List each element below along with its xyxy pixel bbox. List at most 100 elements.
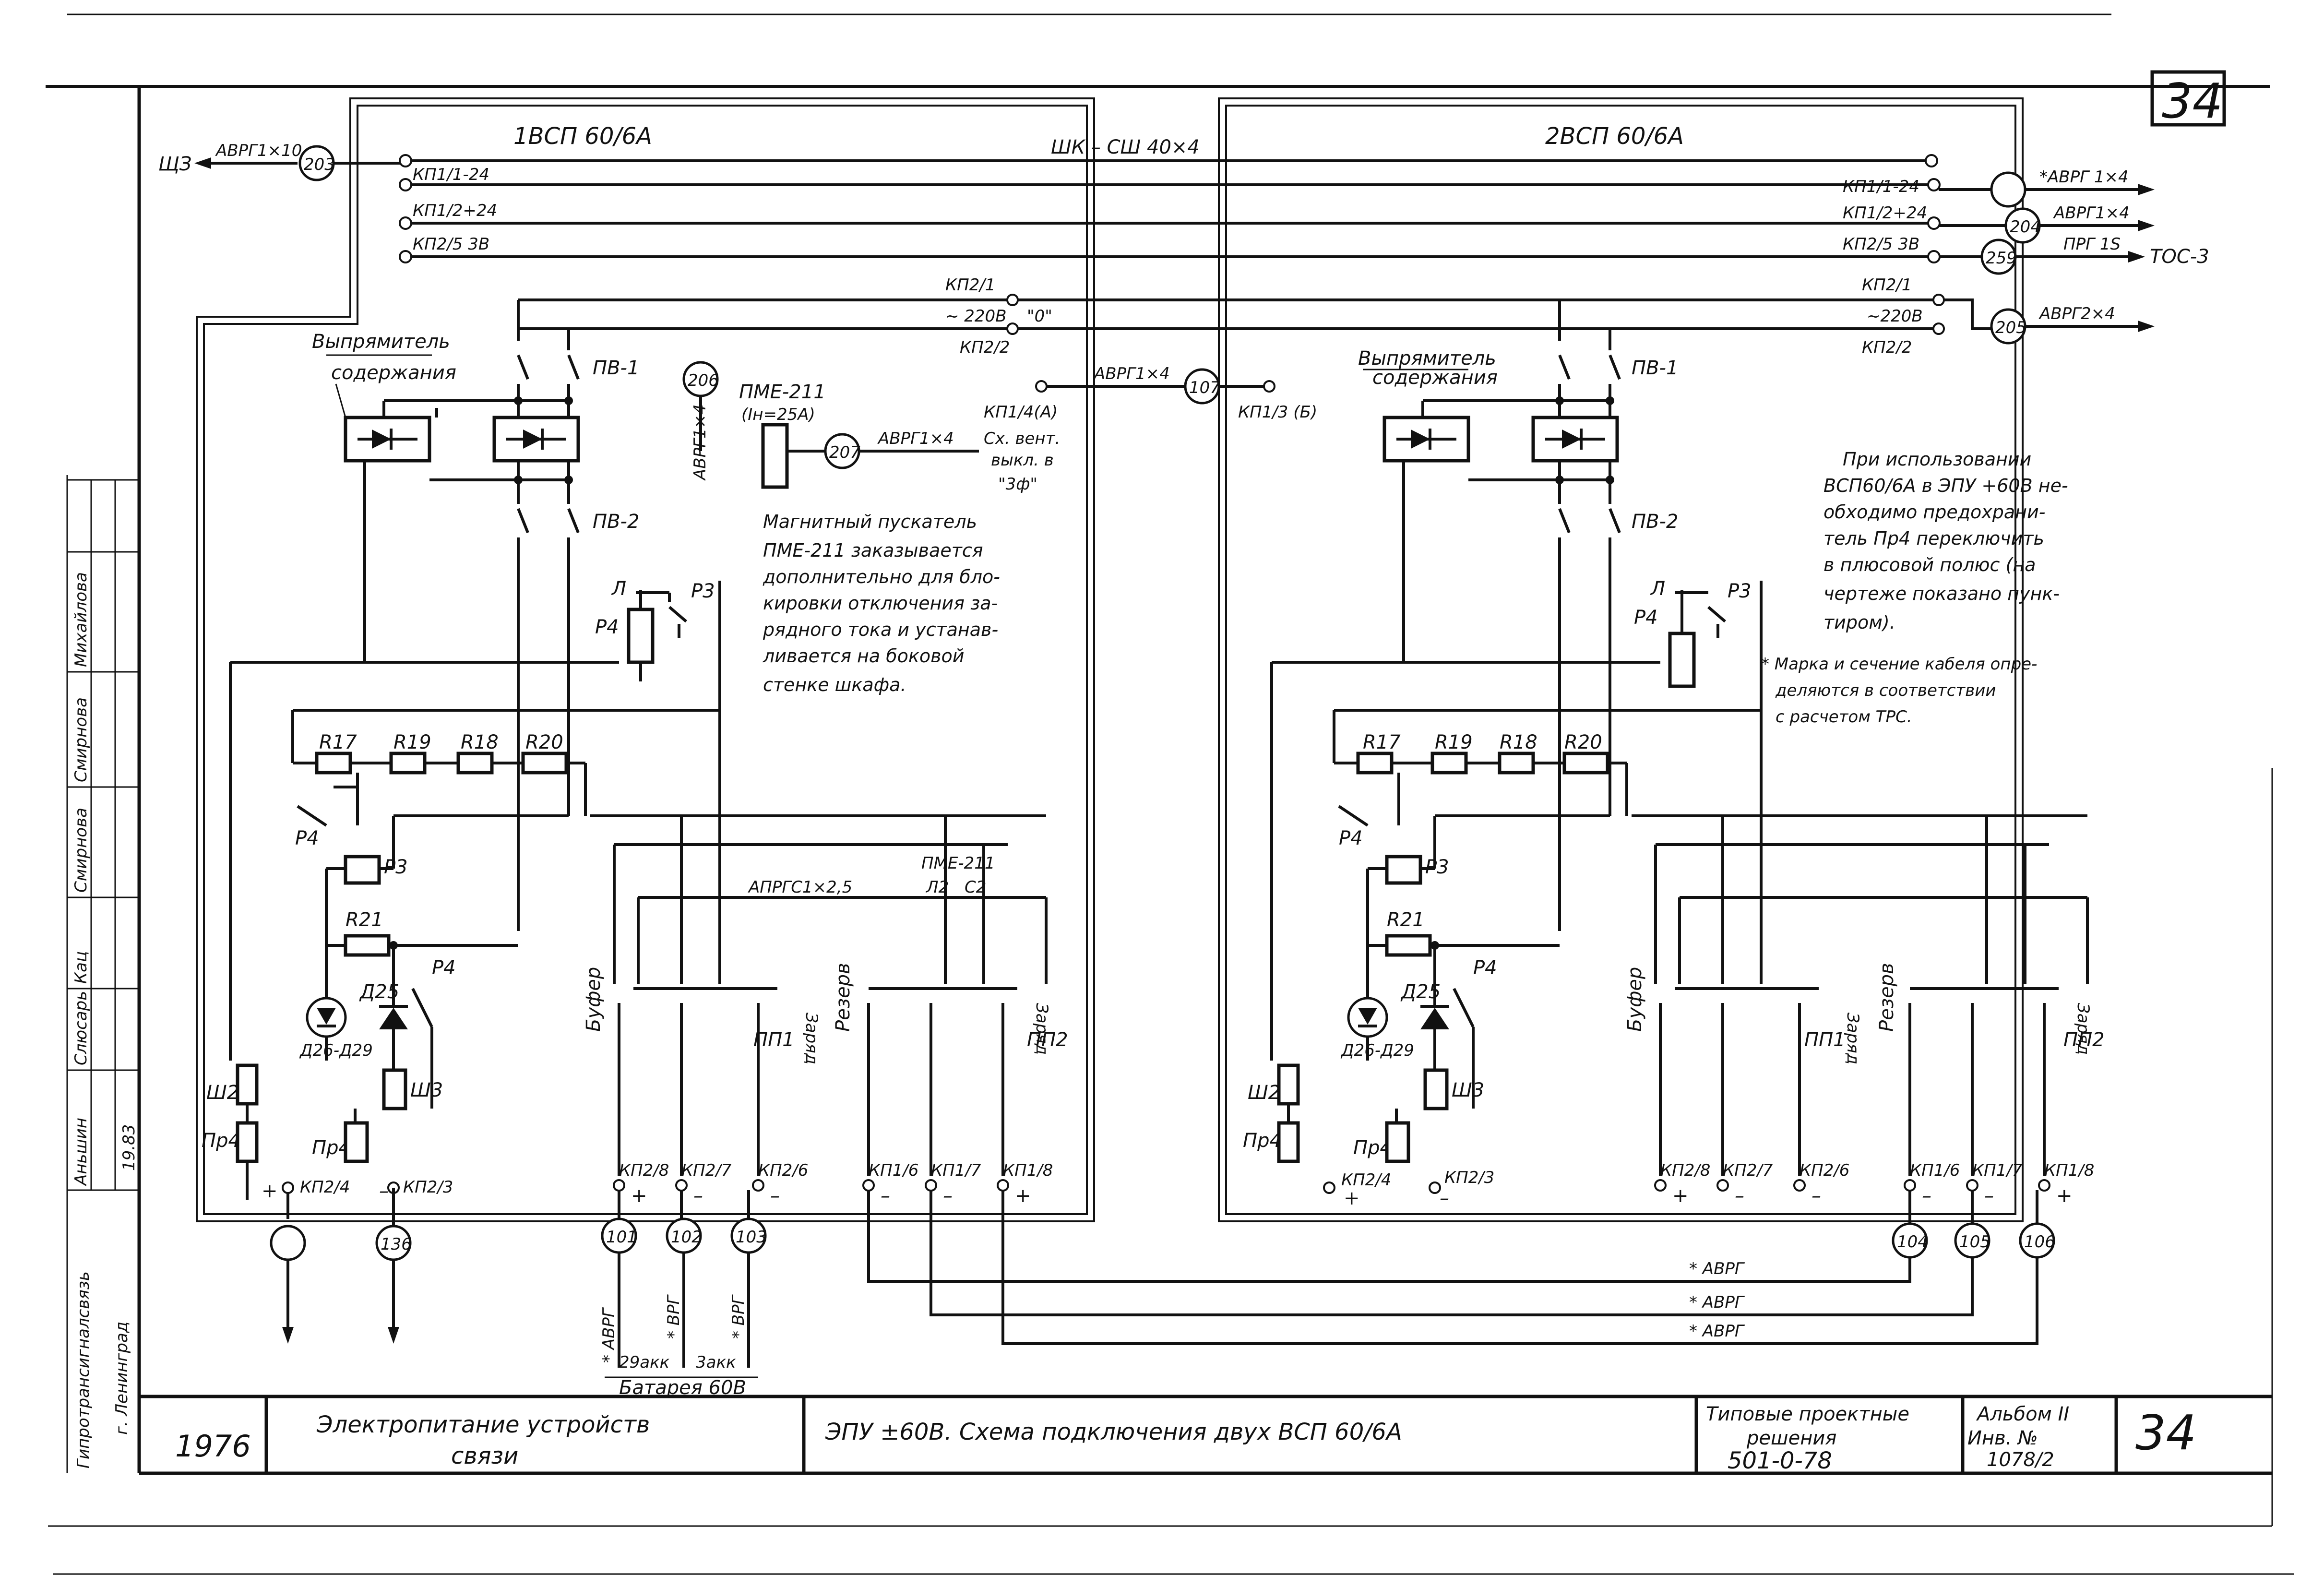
side-stamp: Аньшин Слюсарь Кац Смирнова Смирнова Мих… bbox=[67, 480, 139, 1468]
album-label: Альбом II bbox=[1976, 1403, 2069, 1425]
u1-rect-label-1: Выпрямитель bbox=[312, 331, 450, 353]
u1-note-2: ПМЕ-211 заказывается bbox=[763, 540, 983, 561]
u1-ac-bottom: КП2/2 bbox=[960, 338, 1010, 357]
u2-sign-plus: + bbox=[1344, 1187, 1360, 1209]
u2-note-6: чертеже показано пунк- bbox=[1823, 583, 2060, 604]
u1-r19: R19 bbox=[393, 731, 431, 753]
battery-label: Батарея 60В bbox=[619, 1377, 746, 1399]
fan-note-2: выкл. в bbox=[991, 451, 1054, 470]
u2-sign-minus: – bbox=[1440, 1187, 1449, 1209]
u2-note2-1: * Марка и сечение кабеля опре- bbox=[1761, 655, 2037, 674]
u2-sign-8: + bbox=[2056, 1185, 2073, 1207]
ac-feed: КП2/1 ~ 220В "0" КП2/2 КП2/1 ~220В КП2/2… bbox=[518, 275, 2155, 357]
pme-label: ПМЕ-211 bbox=[739, 381, 826, 403]
unit2-enclosure: 2ВСП 60/6А bbox=[1218, 97, 2024, 1222]
u2-p4-left: Р4 bbox=[1339, 827, 1363, 849]
u1-term-kp24: КП2/4 bbox=[300, 1178, 350, 1197]
stamp-name-2: Слюсарь bbox=[72, 991, 91, 1065]
page-number-top: 34 bbox=[2162, 73, 2223, 129]
stamp-name-5: Смирнова bbox=[72, 697, 91, 782]
u2-note-2: ВСП60/6А в ЭПУ +60В не- bbox=[1823, 475, 2068, 496]
marker-203: 203 bbox=[304, 155, 335, 174]
u1-sh3: Ш3 bbox=[410, 1079, 443, 1101]
top-bus: ЩЗ АВРГ1×10 203 ШК – СШ 40×4 КП1/1-24 КП… bbox=[158, 136, 2209, 275]
stamp-date: 19.83 bbox=[119, 1124, 139, 1171]
u1-pr4-left: Пр4 bbox=[202, 1130, 240, 1152]
bat-cable-2: * ВРГ bbox=[664, 1294, 683, 1339]
u1-p4-left: Р4 bbox=[295, 827, 319, 849]
u1-sign-6: – bbox=[881, 1185, 890, 1207]
akk-29: 29акк bbox=[619, 1353, 670, 1372]
u1-term-kp18: КП1/8 bbox=[1003, 1161, 1053, 1180]
stamp-name-3: Кац bbox=[72, 951, 91, 984]
u1-zaryad1: Заряд bbox=[802, 1013, 821, 1064]
u1-rezerv: Резерв bbox=[832, 963, 854, 1032]
u2-sign-7: – bbox=[1984, 1185, 1994, 1207]
u1-sign-7: – bbox=[943, 1185, 953, 1207]
u1-rect-label-2: содержания bbox=[331, 362, 456, 384]
u2-r18: R18 bbox=[1500, 731, 1537, 753]
u1-kp-1: КП1/1-24 bbox=[413, 165, 489, 184]
title-subject-1: Электропитание устройств bbox=[316, 1411, 650, 1438]
u2-term-kp28: КП2/8 bbox=[1660, 1161, 1710, 1180]
pme-current: (Iн=25А) bbox=[741, 405, 815, 424]
u1-sign-4: – bbox=[693, 1185, 703, 1207]
marker-101: 101 bbox=[606, 1228, 637, 1247]
stamp-name-1: Аньшин bbox=[72, 1118, 91, 1186]
u2-sh2: Ш2 bbox=[1248, 1082, 1280, 1104]
u1-diode-range: Д26-Д29 bbox=[299, 1041, 373, 1060]
stamp-name-6: Михайлова bbox=[72, 572, 91, 667]
u1-r20: R20 bbox=[525, 731, 563, 753]
u2-note-3: обходимо предохрани- bbox=[1823, 501, 2045, 523]
u1-term-kp17: КП1/7 bbox=[931, 1161, 981, 1180]
u2-pv1: ПВ-1 bbox=[1632, 357, 1678, 379]
u2-zaryad1: Заряд bbox=[1843, 1013, 1862, 1064]
u1-ac-zero: "0" bbox=[1027, 307, 1052, 326]
u2-ac-top: КП2/1 bbox=[1862, 275, 1912, 295]
u1-relay-p4: Р4 bbox=[595, 616, 619, 638]
unit1-title: 1ВСП 60/6А bbox=[513, 123, 652, 150]
u2-note2-2: деляются в соответствии bbox=[1775, 681, 1996, 700]
u1-note-7: стенке шкафа. bbox=[763, 674, 906, 695]
marker-136: 136 bbox=[381, 1235, 412, 1254]
u2-r19: R19 bbox=[1435, 731, 1473, 753]
u2-sign-5: – bbox=[1812, 1185, 1821, 1207]
u1-p4-contact: Р4 bbox=[432, 957, 456, 979]
u2-pv2: ПВ-2 bbox=[1632, 511, 1678, 533]
kp14-label: КП1/4(А) bbox=[984, 403, 1058, 422]
u2-pp1: ПП1 bbox=[1804, 1029, 1846, 1051]
u1-relay-l: Л bbox=[611, 578, 626, 600]
u2-pp2: ПП2 bbox=[2063, 1029, 2105, 1051]
bat-cable-3: * ВРГ bbox=[729, 1294, 748, 1339]
u1-zaryad2: Заряд bbox=[1032, 1003, 1051, 1055]
shk-cable-label: ШК – СШ 40×4 bbox=[1051, 136, 1200, 158]
u1-kp-2: КП1/2+24 bbox=[413, 201, 497, 220]
inter-unit-cables: * АВРГ * АВРГ * АВРГ bbox=[867, 1190, 2038, 1345]
u2-term-kp23: КП2/3 bbox=[1444, 1168, 1494, 1187]
u2-ac-label: ~220В bbox=[1867, 307, 1923, 326]
out3-dest: ТОС-3 bbox=[2150, 246, 2209, 268]
shz-label: ЩЗ bbox=[158, 153, 191, 175]
u2-r20: R20 bbox=[1564, 731, 1602, 753]
u1-r21: R21 bbox=[346, 909, 383, 931]
u1-r17: R17 bbox=[319, 731, 357, 753]
u2-term-kp16: КП1/6 bbox=[1910, 1161, 1960, 1180]
u2-relay-p4: Р4 bbox=[1634, 607, 1658, 629]
u1-note-6: ливается на боковой bbox=[763, 645, 964, 667]
u2-sh3: Ш3 bbox=[1452, 1079, 1484, 1101]
u1-note-3: дополнительно для бло- bbox=[763, 566, 1000, 587]
apl-cable: АПРГС1×2,5 bbox=[748, 878, 852, 897]
unit1-enclosure: 1ВСП 60/6А bbox=[196, 97, 1095, 1222]
bat-cable-1: * АВРГ bbox=[599, 1307, 619, 1363]
marker-105: 105 bbox=[1959, 1232, 1990, 1252]
title-year: 1976 bbox=[175, 1429, 251, 1464]
u2-note-5: в плюсовой полюс (на bbox=[1823, 554, 2036, 575]
u2-ac-bottom: КП2/2 bbox=[1862, 338, 1912, 357]
u2-relay-p3: Р3 bbox=[1728, 580, 1752, 602]
u2-note-1: При использовании bbox=[1843, 449, 2031, 470]
u1-term-kp16: КП1/6 bbox=[869, 1161, 918, 1180]
u2-rezerv: Резерв bbox=[1876, 963, 1898, 1032]
stamp-name-4: Смирнова bbox=[72, 808, 91, 893]
u2-term-kp17: КП1/7 bbox=[1972, 1161, 2023, 1180]
marker-103: 103 bbox=[736, 1228, 767, 1247]
